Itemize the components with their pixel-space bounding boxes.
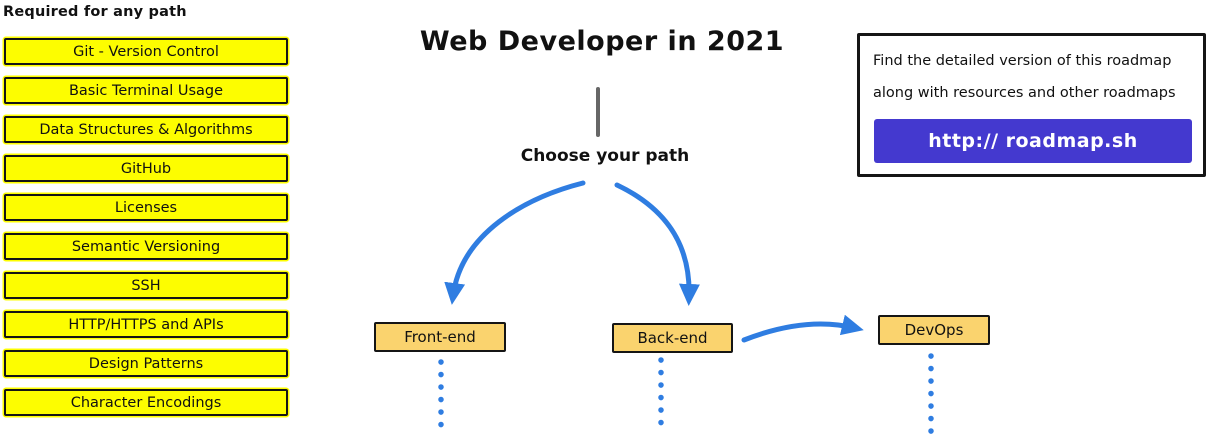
- required-item-http[interactable]: HTTP/HTTPS and APIs: [4, 311, 288, 338]
- roadmap-url-button[interactable]: http:// roadmap.sh: [874, 119, 1192, 163]
- required-list: Git - Version Control Basic Terminal Usa…: [4, 38, 288, 416]
- stem-line: [596, 87, 600, 137]
- required-item-ssh[interactable]: SSH: [4, 272, 288, 299]
- required-item-git[interactable]: Git - Version Control: [4, 38, 288, 65]
- required-item-patterns[interactable]: Design Patterns: [4, 350, 288, 377]
- info-box: Find the detailed version of this roadma…: [857, 33, 1206, 177]
- page-title: Web Developer in 2021: [419, 26, 785, 57]
- required-item-encodings[interactable]: Character Encodings: [4, 389, 288, 416]
- node-frontend[interactable]: Front-end: [374, 322, 506, 352]
- required-item-licenses[interactable]: Licenses: [4, 194, 288, 221]
- node-backend[interactable]: Back-end: [612, 323, 733, 353]
- arrow-to-backend: [614, 182, 700, 306]
- info-text-line2: along with resources and other roadmaps: [873, 85, 1176, 101]
- required-item-dsa[interactable]: Data Structures & Algorithms: [4, 116, 288, 143]
- required-item-github[interactable]: GitHub: [4, 155, 288, 182]
- arrow-to-frontend: [444, 180, 586, 305]
- required-item-semver[interactable]: Semantic Versioning: [4, 233, 288, 260]
- required-item-terminal[interactable]: Basic Terminal Usage: [4, 77, 288, 104]
- choose-path-label: Choose your path: [520, 146, 690, 166]
- required-section-title: Required for any path: [3, 4, 187, 20]
- info-text-line1: Find the detailed version of this roadma…: [873, 53, 1172, 69]
- node-devops[interactable]: DevOps: [878, 315, 990, 345]
- arrow-backend-to-devops: [741, 314, 864, 343]
